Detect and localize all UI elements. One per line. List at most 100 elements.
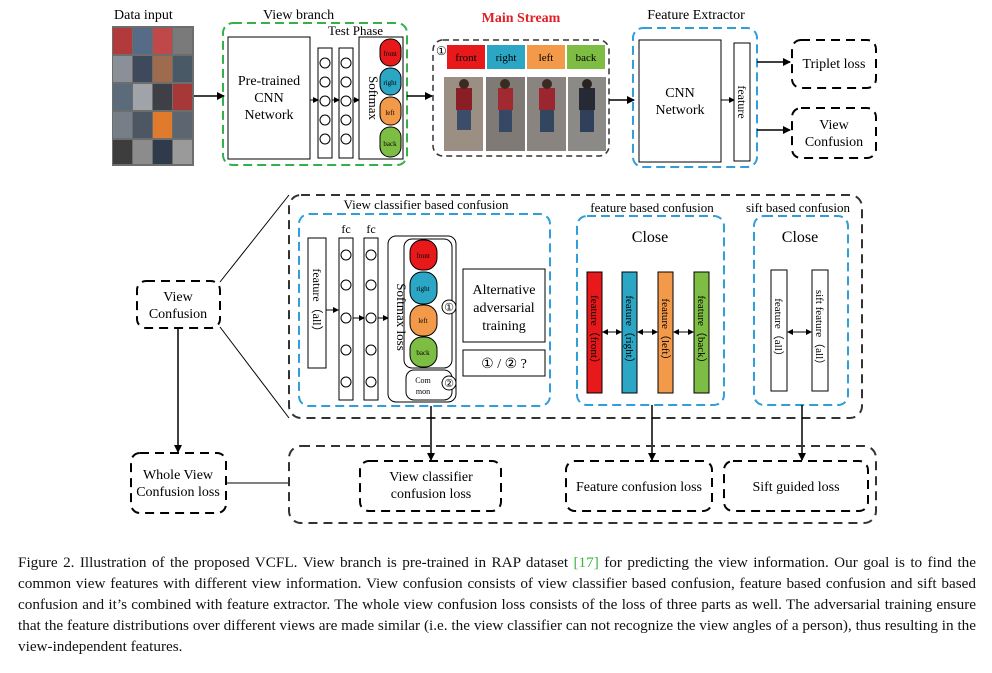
whole-loss-line2: Confusion loss [136, 485, 220, 500]
feature-confusion-box [576, 215, 725, 406]
fc-bar-front-label: feature（front） [588, 295, 601, 369]
ms-tag-left-label: left [539, 52, 554, 64]
vc-node-left-label: left [418, 317, 427, 325]
feature-loss-label: Feature confusion loss [576, 480, 702, 495]
alt-line3: training [482, 319, 526, 334]
ms-tag-right-label: right [496, 52, 517, 64]
pretrained-cnn-line3: Network [245, 108, 294, 123]
sc-bar-sift [811, 269, 829, 392]
vc-fc2-label: fc [366, 222, 375, 236]
fc-bar-back [693, 271, 710, 394]
ms-tag-front-label: front [455, 52, 476, 64]
main-stream-circle-number: ① [436, 44, 447, 58]
alt-adversarial-box [462, 268, 546, 343]
vb-node-back-label: back [383, 140, 397, 148]
vc-node-front-label: front [416, 252, 430, 260]
vc-fc-layers [338, 237, 379, 401]
vc-loss-box [359, 460, 502, 512]
vc-softmax-loss-label: Softmax loss [394, 283, 409, 351]
feature-extractor-title: Feature Extractor [647, 8, 745, 23]
caption-text-before-ref: Figure 2. Illustration of the proposed V… [18, 554, 574, 571]
feature-confusion-title: feature based confusion [590, 200, 714, 215]
fc-bar-back-label: feature（back） [695, 295, 708, 368]
vc-common-line1: Com [415, 376, 431, 385]
vc-feature-all-label: feature（all） [310, 268, 324, 337]
softmax-label: Softmax [366, 76, 381, 121]
ms-tag-back-label: back [576, 52, 597, 64]
vb-node-right-label: right [383, 79, 396, 87]
data-input-mosaic [112, 26, 194, 166]
view-confusion-output-line2: Confusion [805, 135, 863, 150]
fc-bar-right-label: feature（right） [623, 295, 636, 368]
vb-node-left [379, 96, 402, 126]
vcfl-diagram: Data input View branch Test Phase Pre-tr… [112, 8, 877, 524]
view-classifier-box [298, 213, 551, 407]
main-stream-view-tags: front right left back [447, 45, 605, 69]
alt-line1: Alternative [473, 283, 536, 298]
sift-confusion-box [753, 215, 849, 406]
left-view-confusion-line1: View [163, 290, 193, 305]
figure-caption: Figure 2. Illustration of the proposed V… [18, 552, 976, 657]
view-branch-box [222, 22, 408, 166]
vb-node-back [379, 126, 402, 158]
whole-loss-box [130, 452, 227, 514]
expand-line-top [219, 194, 290, 283]
extractor-feature-bar [733, 42, 751, 162]
caption-text-after-ref: for predicting the view information. Our… [18, 554, 976, 655]
vc-circle-1 [441, 299, 457, 315]
vb-node-front-label: front [383, 50, 397, 58]
triplet-loss-label: Triplet loss [803, 57, 866, 72]
vc-node-left [409, 304, 438, 337]
extractor-feature-label: feature [735, 85, 749, 118]
fc-bar-left-label: feature（left） [659, 298, 672, 365]
main-stream-title: Main Stream [482, 11, 561, 26]
pretrained-cnn-box [227, 36, 311, 160]
vc-node-back-label: back [416, 349, 430, 357]
left-view-confusion-line2: Confusion [149, 307, 207, 322]
data-input-label: Data input [114, 8, 173, 23]
vc-circle-2 [441, 375, 457, 391]
extractor-cnn-line2: Network [656, 103, 705, 118]
view-branch-fc-layers [317, 47, 354, 159]
view-classifier-title: View classifier based confusion [344, 197, 509, 212]
vc-loss-line2: confusion loss [391, 487, 472, 502]
vc-loss-line1: View classifier [389, 470, 473, 485]
view-branch-view-nodes: front right left back [379, 38, 402, 158]
view-confusion-detail-box [288, 194, 863, 419]
ms-tag-front [447, 45, 485, 69]
vc-fc1-label: fc [341, 222, 350, 236]
extractor-cnn-box [638, 39, 722, 163]
question-box [462, 349, 546, 377]
test-phase-label: Test Phase [328, 23, 383, 38]
sc-bar-sift-label: sift feature（all） [813, 290, 826, 370]
triplet-loss-box [791, 39, 877, 89]
extractor-cnn-line1: CNN [665, 86, 695, 101]
ms-tag-left [527, 45, 565, 69]
vc-common-line2: mon [416, 387, 430, 396]
question-label: ① / ② ? [481, 357, 527, 372]
feature-loss-box [565, 460, 713, 512]
view-confusion-output-line1: View [819, 118, 849, 133]
ms-tag-back [567, 45, 605, 69]
loss-container-box [288, 445, 877, 524]
sift-loss-label: Sift guided loss [752, 480, 839, 495]
vc-node-right [409, 271, 438, 305]
vc-circle-1-label: ① [444, 302, 454, 314]
ms-tag-right [487, 45, 525, 69]
main-stream-person-images [444, 77, 606, 151]
pretrained-cnn-line2: CNN [254, 91, 284, 106]
vc-node-back [409, 336, 438, 368]
vc-feature-all-bar [307, 237, 327, 369]
view-confusion-output-box [791, 107, 877, 159]
vc-circle-2-label: ② [444, 378, 454, 390]
vc-node-front [409, 239, 438, 271]
caption-reference-link[interactable]: [17] [573, 554, 599, 571]
vb-node-front [379, 38, 402, 67]
alt-line2: adversarial [473, 301, 535, 316]
sift-confusion-close: Close [782, 229, 818, 246]
main-stream-box [432, 39, 610, 157]
expand-line-bottom [219, 326, 290, 419]
pretrained-cnn-line1: Pre-trained [238, 74, 300, 89]
view-branch-title: View branch [263, 8, 334, 23]
